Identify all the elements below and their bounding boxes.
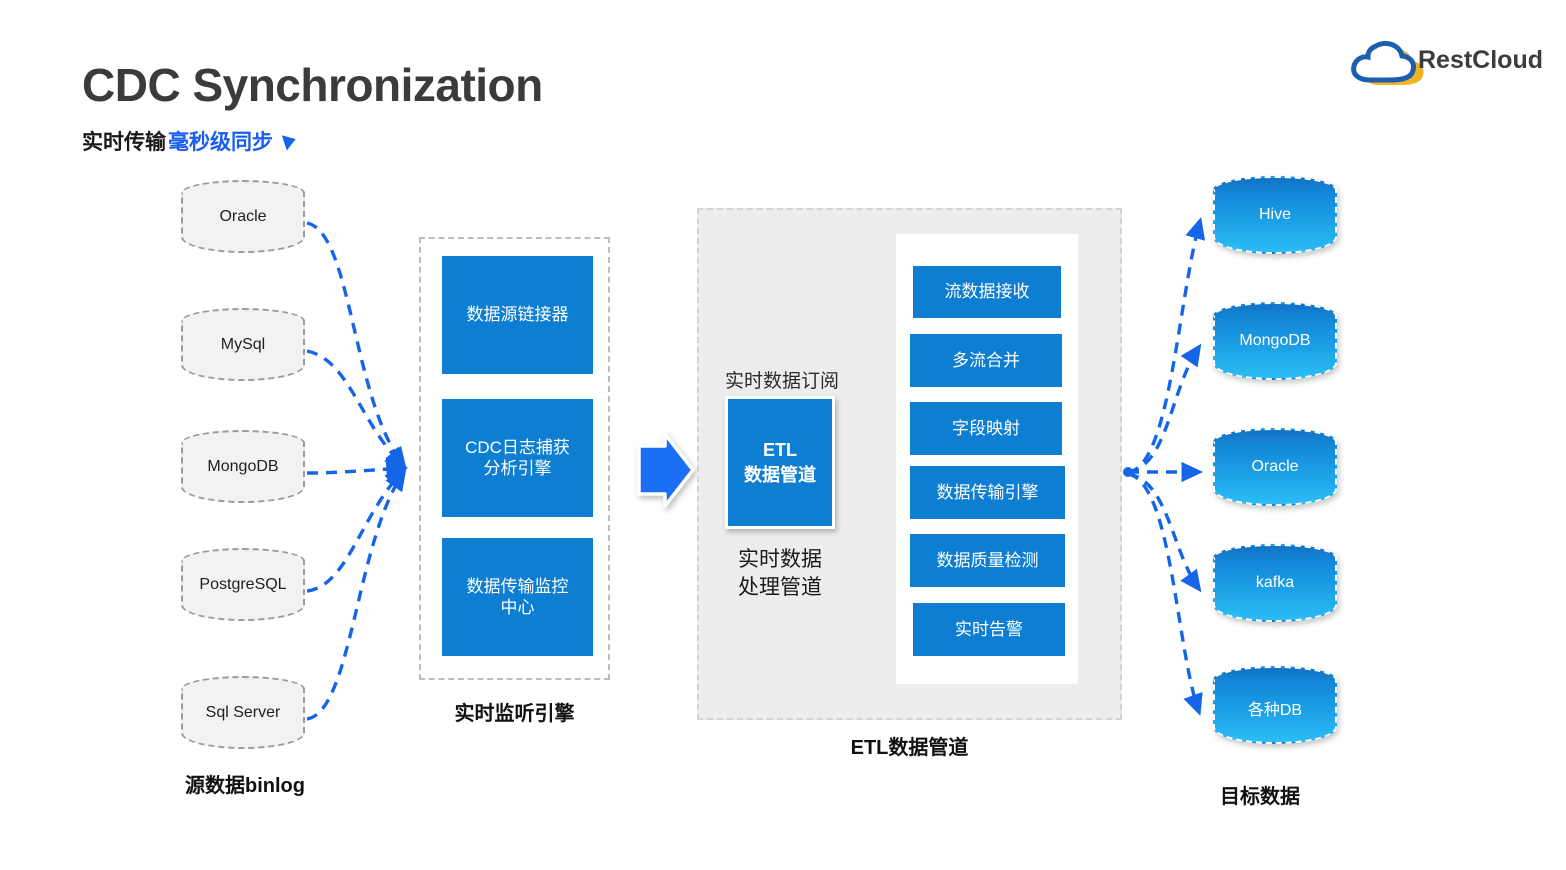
connector-sqlserver bbox=[306, 468, 407, 721]
box-label: 数据源链接器 bbox=[466, 305, 569, 325]
etl-pipeline-box[interactable]: ETL 数据管道 bbox=[725, 396, 835, 529]
target-cylinder-various-db[interactable]: 各种DB bbox=[1213, 666, 1337, 758]
stage-label: 字段映射 bbox=[952, 418, 1020, 438]
listener-box-transfer-monitor[interactable]: 数据传输监控 中心 bbox=[442, 538, 593, 656]
listener-box-datasource-connector[interactable]: 数据源链接器 bbox=[442, 256, 593, 374]
connector-kafka-out bbox=[1127, 472, 1202, 593]
etl-stage-quality-check[interactable]: 数据质量检测 bbox=[910, 534, 1065, 587]
etl-stage-realtime-alert[interactable]: 实时告警 bbox=[913, 603, 1065, 656]
target-label: kafka bbox=[1255, 574, 1295, 591]
connector-mongodb-out bbox=[1127, 343, 1202, 474]
source-label: Sql Server bbox=[205, 704, 281, 721]
target-fanout-node bbox=[1123, 467, 1133, 477]
stage-label: 多流合并 bbox=[952, 350, 1020, 370]
target-group-caption: 目标数据 bbox=[1220, 786, 1300, 808]
cylinder-body bbox=[181, 561, 305, 621]
cloud-icon bbox=[1351, 40, 1424, 85]
connector-db-out bbox=[1127, 472, 1203, 716]
etl-panel-caption: ETL数据管道 bbox=[850, 737, 969, 759]
restcloud-logo: RestCloud bbox=[1342, 30, 1543, 92]
box-label: 数据传输监控 中心 bbox=[466, 576, 569, 617]
etl-box-line1: ETL bbox=[763, 440, 797, 461]
cylinder-body bbox=[181, 193, 305, 253]
stage-label: 数据质量检测 bbox=[936, 550, 1039, 570]
subtitle-black-text: 实时传输 bbox=[82, 131, 166, 154]
cylinder-body bbox=[1213, 558, 1337, 622]
cylinder-body bbox=[1213, 316, 1337, 380]
stage-label: 流数据接收 bbox=[944, 282, 1030, 302]
connector-mongodb bbox=[306, 458, 409, 480]
source-group-caption: 源数据binlog bbox=[185, 775, 305, 797]
triangle-right-icon bbox=[281, 131, 299, 151]
target-cylinder-kafka[interactable]: kafka bbox=[1213, 544, 1337, 636]
target-label: Hive bbox=[1258, 206, 1291, 223]
cylinder-body bbox=[1213, 190, 1337, 254]
connector-postgresql bbox=[306, 467, 407, 593]
page-subtitle: 实时传输 毫秒级同步 bbox=[82, 126, 299, 156]
target-connector-group bbox=[1127, 217, 1206, 716]
source-label: PostgreSQL bbox=[199, 576, 287, 593]
source-cylinder-mongodb[interactable]: MongoDB bbox=[181, 430, 305, 516]
etl-box-line2: 数据管道 bbox=[744, 464, 816, 485]
cylinder-body bbox=[181, 689, 305, 749]
source-cylinder-oracle[interactable]: Oracle bbox=[181, 180, 305, 266]
connector-mysql bbox=[306, 349, 407, 469]
cylinder-body bbox=[181, 321, 305, 381]
etl-stage-field-mapping[interactable]: 字段映射 bbox=[910, 402, 1062, 455]
source-cylinder-postgresql[interactable]: PostgreSQL bbox=[181, 548, 305, 634]
target-label: 各种DB bbox=[1247, 702, 1303, 719]
source-connector-group bbox=[306, 221, 409, 721]
subtitle-blue-text: 毫秒级同步 bbox=[168, 131, 273, 154]
page-title: CDC Synchronization bbox=[82, 59, 543, 111]
target-cylinder-mongodb[interactable]: MongoDB bbox=[1213, 302, 1337, 394]
source-cylinder-sqlserver[interactable]: Sql Server bbox=[181, 676, 305, 762]
etl-stage-stream-receive[interactable]: 流数据接收 bbox=[913, 266, 1061, 318]
connector-oracle bbox=[306, 221, 407, 470]
realtime-subscribe-label: 实时数据订阅 bbox=[724, 371, 839, 392]
connector-hive bbox=[1127, 217, 1206, 474]
box-label: CDC日志捕获 分析引擎 bbox=[465, 437, 570, 478]
realtime-pipeline-label: 实时数据 处理管道 bbox=[738, 548, 822, 599]
brand-name-text: RestCloud bbox=[1418, 46, 1543, 74]
listener-box-cdc-log-capture[interactable]: CDC日志捕获 分析引擎 bbox=[442, 399, 593, 517]
stage-label: 实时告警 bbox=[955, 619, 1023, 639]
listening-engine-caption: 实时监听引擎 bbox=[454, 703, 575, 725]
cylinder-body bbox=[181, 443, 305, 503]
source-cylinder-mysql[interactable]: MySql bbox=[181, 308, 305, 394]
arrow-listener-to-etl bbox=[637, 432, 695, 508]
stage-label: 数据传输引擎 bbox=[936, 482, 1039, 502]
source-label: MySql bbox=[220, 336, 266, 353]
source-label: Oracle bbox=[219, 208, 267, 225]
cylinder-body bbox=[1213, 680, 1337, 744]
source-label: MongoDB bbox=[207, 458, 279, 475]
etl-stage-transfer-engine[interactable]: 数据传输引擎 bbox=[910, 466, 1065, 519]
target-cylinder-hive[interactable]: Hive bbox=[1213, 176, 1337, 268]
target-label: Oracle bbox=[1251, 458, 1299, 475]
target-label: MongoDB bbox=[1239, 332, 1311, 349]
etl-stage-multi-stream-merge[interactable]: 多流合并 bbox=[910, 334, 1062, 387]
cylinder-body bbox=[1213, 442, 1337, 506]
target-cylinder-oracle[interactable]: Oracle bbox=[1213, 428, 1337, 520]
